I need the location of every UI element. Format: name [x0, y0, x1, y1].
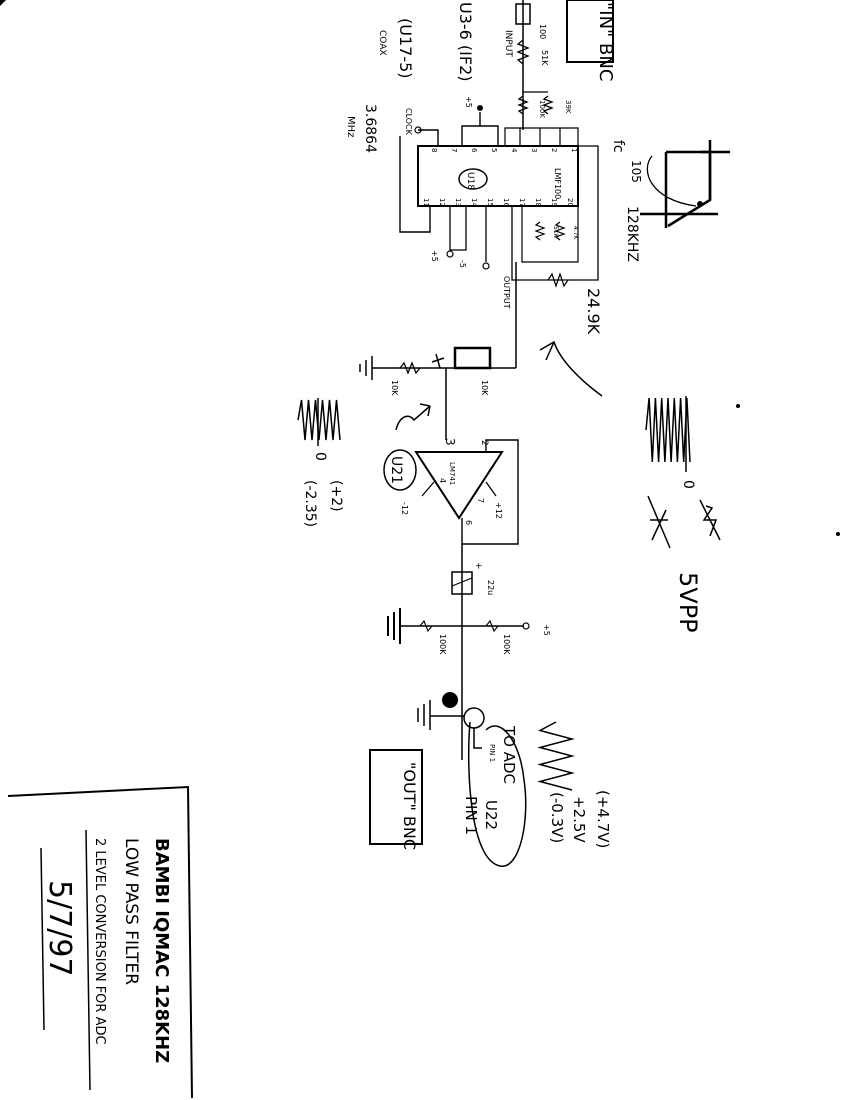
level-low: (-0.3V)	[548, 792, 566, 843]
title-subtitle2: 2 LEVEL CONVERSION FOR ADC	[92, 838, 107, 1045]
u18-pin-number: 20	[566, 198, 574, 207]
response-fc-label: fc	[610, 140, 626, 153]
filter-chip: U18 LMF100 8 7 6 5 4 3 2 1 11 12 13 14 15 16 17 18 19 20…	[345, 18, 603, 368]
level-high: (+4.7V)	[594, 790, 612, 848]
input-resistor-a: 100K	[538, 100, 546, 118]
opamp-pin-v-neg: 4	[438, 478, 447, 483]
opamp-part: LM741	[448, 462, 456, 485]
u18-pin-number: 7	[450, 148, 458, 152]
u18-pin-number: 17	[518, 198, 526, 207]
u18-pin-number: 14	[470, 198, 478, 207]
divider-r-series: 10K	[480, 380, 489, 396]
clock-freq: 3.6864	[362, 104, 378, 153]
u18-pins-bottom: 11 12 13 14 15 16 17 18 19 20	[422, 198, 574, 207]
u18-ref: U18	[465, 172, 475, 190]
supply-label: +5	[542, 624, 551, 636]
clock-unit: MHz	[345, 116, 356, 137]
output-wave-zero: 0	[680, 480, 696, 489]
u18-pin-number: 8	[430, 148, 438, 152]
u18-pin-number: 5	[490, 148, 498, 152]
opamp-supply-neg: -12	[400, 502, 409, 515]
out-bnc-label: "OUT" BNC	[400, 762, 419, 850]
u18-pin-number: 19	[550, 198, 558, 207]
u18-r-d: 4.7K	[572, 226, 579, 241]
in-bnc-label: "IN" BNC	[595, 2, 616, 81]
output-pin: PIN 1	[488, 744, 496, 762]
output-stage: 22u + 100K 100K +5 PIN 1 "OUT" BNC	[369, 562, 612, 867]
adc-label: TO ADC	[500, 725, 518, 784]
opamp-input-waveform: 0 (+2) (-2.35)	[297, 398, 344, 527]
title-project: BAMBI IQMAC 128KHZ	[151, 838, 172, 1063]
u18-pin-number: 4	[510, 148, 518, 153]
u18-pin-number: 6	[470, 148, 478, 153]
clock-type: COAX	[377, 30, 387, 56]
u18-pin-number: 15	[486, 198, 494, 207]
u18-pins-top: 8 7 6 5 4 3 2 1	[430, 148, 578, 153]
adc-ref: U22	[482, 800, 500, 830]
wave-bot-label: (-2.35)	[302, 480, 318, 527]
u18-part: LMF100	[553, 168, 562, 199]
cap-plus: +	[473, 562, 483, 570]
opamp-pin-in-pos: 3	[443, 438, 457, 446]
clock-label: CLOCK	[404, 108, 413, 136]
r-to-ground: 100K	[438, 634, 447, 655]
title-subtitle: LOW PASS FILTER	[121, 838, 141, 985]
in-bnc-box	[566, 0, 614, 63]
opamp-supply-pos: +12	[494, 502, 503, 519]
input-section: "IN" BNC U3-6 (IF2) 100 INPUT 51K 100K 3…	[456, 0, 616, 130]
input-resistor-top: 100	[538, 24, 547, 39]
u18-pin-number: 1	[570, 148, 578, 152]
u18-pin-number: 2	[550, 148, 558, 152]
u18-neg-supply: -5	[458, 260, 467, 268]
feedback-resistor: 24.9K	[584, 288, 603, 335]
adc-pin: PIN 1	[462, 796, 480, 835]
u18-pin-number: 11	[422, 198, 430, 207]
filter-output-waveform: 0 5VPP	[645, 396, 840, 633]
input-label: INPUT	[503, 30, 513, 57]
u18-pin-number: 18	[534, 198, 542, 207]
output-label: OUTPUT	[502, 276, 511, 309]
response-freq: 128KHZ	[624, 206, 640, 262]
input-resistor-b: 39K	[564, 100, 572, 114]
u18-r-c: 51K	[552, 226, 559, 239]
corner-mark	[0, 0, 6, 6]
title-date: 5/7/97	[42, 880, 77, 977]
u18-pos-supply: +5	[464, 96, 473, 108]
filter-response-sketch: fc 105 128KHZ	[610, 140, 730, 262]
opamp-u21: U21 LM741 3 2 4 7 6 -12 +12	[383, 438, 519, 760]
level-mid: +2.5V	[570, 796, 588, 843]
adc-callout	[467, 721, 527, 867]
wave-mid-label: 0	[312, 452, 328, 461]
opamp-pin-v-pos: 7	[476, 498, 485, 503]
input-resistor-series: 51K	[540, 50, 549, 66]
title-block: BAMBI IQMAC 128KHZ LOW PASS FILTER 2 LEV…	[7, 785, 193, 1099]
divider-section: 10K 10K	[359, 340, 603, 440]
u18-pin-number: 3	[530, 148, 538, 152]
out-bnc-box	[369, 749, 423, 845]
opamp-ref: U21	[388, 456, 404, 484]
cap-value: 22u	[486, 580, 495, 595]
u18-pos-supply2: +5	[430, 250, 439, 262]
opamp-pin-out: 6	[464, 520, 473, 525]
output-wave-amplitude: 5VPP	[674, 572, 702, 633]
u18-pin-number: 16	[502, 198, 510, 207]
u18-pin-number: 12	[438, 198, 446, 207]
opamp-pin-in-neg: 2	[479, 440, 489, 446]
u18-pin-number: 13	[454, 198, 462, 207]
divider-r-ground: 10K	[390, 380, 399, 396]
wave-top-label: (+2)	[328, 480, 344, 512]
r-to-supply: 100K	[502, 634, 511, 655]
input-source-label: U3-6 (IF2)	[456, 2, 475, 82]
coupling-cap	[451, 571, 473, 595]
clock-source: (U17-5)	[396, 18, 415, 79]
response-fc-value: 105	[629, 160, 643, 183]
